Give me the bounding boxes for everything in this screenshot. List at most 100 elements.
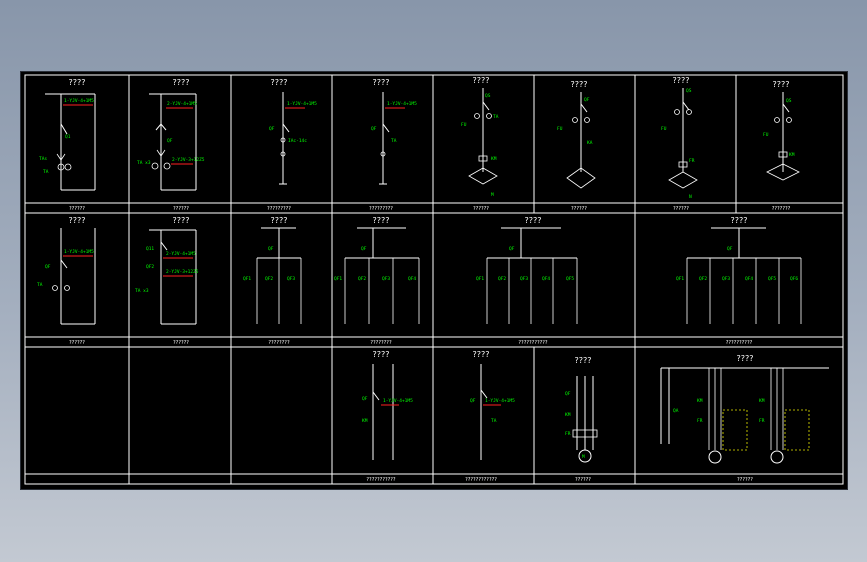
panel-title: ???? <box>69 216 86 225</box>
panel-title: ???? <box>373 350 390 359</box>
panel-footer: ?????? <box>173 206 189 212</box>
panel-footer: ?????? <box>575 477 591 483</box>
svg-text:QF: QF <box>565 391 571 397</box>
svg-text:QF: QF <box>362 396 368 402</box>
panel-4[interactable]: ???? 1-YJV-4+1M5 QF TA ????????? <box>369 78 417 212</box>
svg-text:1-YJV-4+1M5: 1-YJV-4+1M5 <box>387 101 417 107</box>
svg-text:FR: FR <box>689 158 695 164</box>
svg-text:QF: QF <box>361 246 367 252</box>
svg-text:TA x3: TA x3 <box>135 288 149 294</box>
svg-text:FR: FR <box>565 431 571 437</box>
panel-title: ???? <box>373 78 390 87</box>
svg-text:KM: KM <box>565 412 571 418</box>
panel-footer: ?????? <box>673 206 689 212</box>
panel-footer: ????????? <box>267 206 291 212</box>
svg-text:QF2: QF2 <box>265 276 273 282</box>
panel-footer: ?????? <box>473 206 489 212</box>
svg-text:QF: QF <box>727 246 733 252</box>
panel-footer: ?????????? <box>726 340 753 346</box>
svg-text:FU: FU <box>461 122 467 128</box>
svg-text:IAc-14c: IAc-14c <box>288 138 307 144</box>
svg-text:1-YJV-4+1M5: 1-YJV-4+1M5 <box>64 249 94 255</box>
panel-footer: ?????? <box>737 477 753 483</box>
svg-text:QF2: QF2 <box>498 276 506 282</box>
svg-text:FU: FU <box>557 126 563 132</box>
svg-text:M: M <box>582 454 585 460</box>
svg-text:QF: QF <box>371 126 377 132</box>
svg-text:QS: QS <box>485 93 491 99</box>
panel-5[interactable]: ???? QS TA FU KM M ?????? <box>461 76 499 212</box>
svg-text:2-YJV-4+1M5: 2-YJV-4+1M5 <box>166 251 196 257</box>
panel-3[interactable]: ???? 1-YJV-4+1M5 QF IAc-14c ????????? <box>267 78 317 212</box>
panel-11[interactable]: ???? QF QF1 QF2 QF3 ???????? <box>243 216 302 346</box>
svg-text:1-YJV-4+1M5: 1-YJV-4+1M5 <box>64 98 94 104</box>
svg-text:QF1: QF1 <box>476 276 484 282</box>
svg-text:1-YJV-4+1M5: 1-YJV-4+1M5 <box>287 101 317 107</box>
panel-14[interactable]: ???? QF QF1 QF2 QF3 QF4 QF5 QF6 ????????… <box>676 216 802 346</box>
svg-text:KM: KM <box>697 398 703 404</box>
panel-13[interactable]: ???? QF QF1 QF2 QF3 QF4 QF5 ??????????? <box>476 216 578 346</box>
svg-text:Q11: Q11 <box>146 246 154 252</box>
svg-text:QS: QS <box>686 88 692 94</box>
svg-text:QF1: QF1 <box>676 276 684 282</box>
svg-text:KM: KM <box>789 152 795 158</box>
svg-text:QF5: QF5 <box>566 276 574 282</box>
panel-footer: ??????????? <box>518 340 548 346</box>
panel-8[interactable]: ???? QS FU KM ??????? <box>763 80 800 212</box>
panel-16[interactable]: ???? QF 1-YJV-4+1M5 TA ???????????? <box>465 350 515 483</box>
svg-text:KA: KA <box>587 140 593 146</box>
panel-title: ???? <box>473 76 490 85</box>
panel-12[interactable]: ???? QF QF1 QF2 QF3 QF4 ???????? <box>334 216 420 346</box>
svg-text:FR: FR <box>759 418 765 424</box>
svg-text:QF3: QF3 <box>520 276 528 282</box>
svg-text:QF5: QF5 <box>768 276 776 282</box>
panel-title: ???? <box>173 78 190 87</box>
svg-text:QF: QF <box>167 138 173 144</box>
panel-footer: ?????? <box>571 206 587 212</box>
panel-title: ???? <box>373 216 390 225</box>
svg-text:QA: QA <box>673 408 679 414</box>
svg-text:QF2: QF2 <box>699 276 707 282</box>
svg-text:QF: QF <box>509 246 515 252</box>
panel-7[interactable]: ???? QS FU FR N ?????? <box>661 76 698 212</box>
switchgear-schematic-sheet: ???? 1-YJV-4+1M5 Q1 TAs TA ?????? ???? 2… <box>24 74 844 485</box>
panel-footer: ???????????? <box>465 477 497 483</box>
svg-text:QF: QF <box>268 246 274 252</box>
panel-10[interactable]: ???? Q11 2-YJV-4+1M5 QF2 2-YJV-3+12Z5 TA… <box>135 216 199 346</box>
svg-text:M: M <box>491 192 494 198</box>
svg-text:QF4: QF4 <box>408 276 416 282</box>
svg-text:1-YJV-4+1M5: 1-YJV-4+1M5 <box>383 398 413 404</box>
panel-footer: ???????? <box>370 340 392 346</box>
panel-1[interactable]: ???? 1-YJV-4+1M5 Q1 TAs TA ?????? <box>39 78 96 212</box>
panel-footer: ??????????? <box>366 477 396 483</box>
svg-text:TA x3: TA x3 <box>137 160 151 166</box>
svg-text:QF: QF <box>45 264 51 270</box>
panel-title: ???? <box>571 80 588 89</box>
panel-title: ???? <box>173 216 190 225</box>
svg-text:QF: QF <box>584 97 590 103</box>
cad-drawing-canvas[interactable]: ???? 1-YJV-4+1M5 Q1 TAs TA ?????? ???? 2… <box>21 72 847 489</box>
svg-text:TA: TA <box>491 418 497 424</box>
panel-footer: ??????? <box>772 206 791 212</box>
panel-9[interactable]: ???? 1-YJV-4+1M5 QF TA ?????? <box>37 216 96 346</box>
panel-17[interactable]: ???? QF KM FR M ?????? <box>565 356 598 483</box>
panel-6[interactable]: ???? QF FU KA ?????? <box>557 80 596 212</box>
svg-text:QF4: QF4 <box>745 276 753 282</box>
panel-15[interactable]: ???? QF 1-YJV-4+1M5 KM ??????????? <box>362 350 413 483</box>
panel-2[interactable]: ???? 2-YJV-4+1M5 QF 2-YJV-3+12Z5 TA x3 ?… <box>137 78 205 212</box>
panel-title: ???? <box>673 76 690 85</box>
svg-text:QF3: QF3 <box>287 276 295 282</box>
svg-text:2-YJV-3+12Z5: 2-YJV-3+12Z5 <box>172 157 205 163</box>
svg-text:QF1: QF1 <box>334 276 342 282</box>
svg-text:QF1: QF1 <box>243 276 251 282</box>
panel-title: ???? <box>737 354 754 363</box>
panel-footer: ?????? <box>69 206 85 212</box>
svg-text:TAs: TAs <box>39 156 47 162</box>
svg-text:QF6: QF6 <box>790 276 798 282</box>
svg-text:1-YJV-4+1M5: 1-YJV-4+1M5 <box>485 398 515 404</box>
panel-18[interactable]: ???? QA KM FR KM FR ?????? <box>660 354 829 483</box>
panel-title: ???? <box>525 216 542 225</box>
svg-text:QS: QS <box>786 98 792 104</box>
svg-text:QF2: QF2 <box>146 264 154 270</box>
svg-text:FU: FU <box>763 132 769 138</box>
